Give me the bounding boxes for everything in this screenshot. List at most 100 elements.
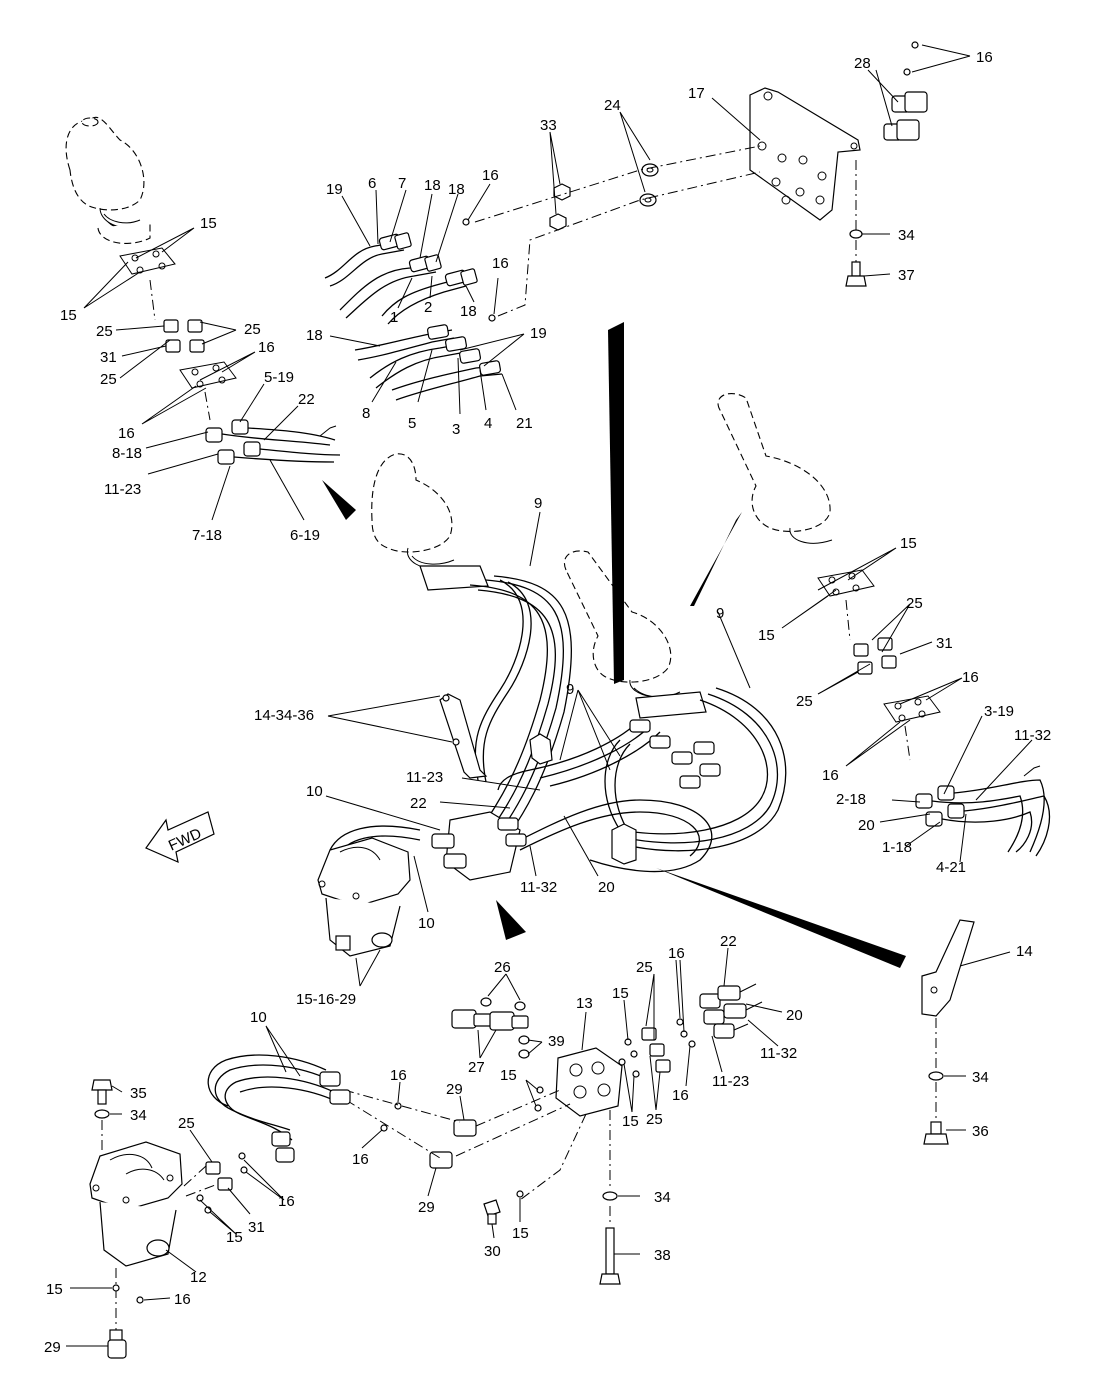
callout-25: 25 xyxy=(906,595,923,612)
callout-16: 16 xyxy=(390,1067,407,1084)
callout-10: 10 xyxy=(306,783,323,800)
fittings-25-31-lower-left xyxy=(196,1152,248,1214)
callout-1: 1 xyxy=(390,309,398,326)
callout-15: 15 xyxy=(46,1281,63,1298)
callout-15: 15 xyxy=(622,1113,639,1130)
callout-22: 22 xyxy=(720,933,737,950)
callout-11-23: 11-23 xyxy=(406,769,443,786)
callout-16: 16 xyxy=(672,1087,689,1104)
callout-18: 18 xyxy=(424,177,441,194)
elbow-fittings-28 xyxy=(883,41,928,141)
callout-34: 34 xyxy=(654,1189,671,1206)
hose-bundle-right xyxy=(915,765,1051,857)
plug-30 xyxy=(483,1190,524,1225)
callout-20: 20 xyxy=(598,879,615,896)
callout-10: 10 xyxy=(418,915,435,932)
callout-19: 19 xyxy=(530,325,547,342)
callout-11-32: 11-32 xyxy=(520,879,557,896)
callout-15: 15 xyxy=(60,307,77,324)
callout-9: 9 xyxy=(716,605,724,622)
callout-39: 39 xyxy=(548,1033,565,1050)
callout-8: 8 xyxy=(362,405,370,422)
callout-25: 25 xyxy=(178,1115,195,1132)
washers-24-nuts-33 xyxy=(462,163,659,322)
callout-4: 4 xyxy=(484,415,492,432)
callout-15: 15 xyxy=(612,985,629,1002)
callout-16: 16 xyxy=(258,339,275,356)
callout-16: 16 xyxy=(352,1151,369,1168)
control-valve-13-center xyxy=(431,811,527,881)
callout-31: 31 xyxy=(248,1219,265,1236)
fwd-arrow: FWD xyxy=(145,811,215,864)
callout-22: 22 xyxy=(298,391,315,408)
callout-6: 6 xyxy=(368,175,376,192)
pressure-switch-12-center xyxy=(317,837,411,957)
callout-25: 25 xyxy=(796,693,813,710)
callout-21: 21 xyxy=(516,415,533,432)
callout-15: 15 xyxy=(500,1067,517,1084)
callout-16: 16 xyxy=(482,167,499,184)
callout-labels: 16 28 17 24 33 19 6 7 18 18 16 1 2 18 16… xyxy=(44,49,1051,1356)
center-right-joystick xyxy=(717,393,833,544)
callout-1-18: 1-18 xyxy=(882,839,912,856)
callout-36: 36 xyxy=(972,1123,989,1140)
center-left-joystick xyxy=(371,453,489,591)
callout-9: 9 xyxy=(534,495,542,512)
callout-15: 15 xyxy=(900,535,917,552)
callout-25: 25 xyxy=(636,959,653,976)
callout-6-19: 6-19 xyxy=(290,527,320,544)
callout-29: 29 xyxy=(446,1081,463,1098)
elbow-29-lower-left xyxy=(107,1284,144,1359)
callout-31: 31 xyxy=(936,635,953,652)
callout-5: 5 xyxy=(408,415,416,432)
callout-16: 16 xyxy=(822,767,839,784)
pressure-switch-12-lower xyxy=(89,1141,183,1267)
bolt-35-washer-34-lower xyxy=(91,1079,113,1119)
fittings-25-31-right xyxy=(853,637,897,675)
center-middle-joystick xyxy=(564,550,707,719)
callout-12: 12 xyxy=(190,1269,207,1286)
callout-14: 14 xyxy=(1016,943,1033,960)
callout-38: 38 xyxy=(654,1247,671,1264)
callout-2: 2 xyxy=(424,299,432,316)
callout-30: 30 xyxy=(484,1243,501,1260)
callout-2-18: 2-18 xyxy=(836,791,866,808)
fittings-25-31-left xyxy=(163,319,205,353)
callout-34: 34 xyxy=(130,1107,147,1124)
callout-11-23: 11-23 xyxy=(712,1073,749,1090)
callout-16: 16 xyxy=(962,669,979,686)
callout-16: 16 xyxy=(118,425,135,442)
gasket-16-right xyxy=(883,695,941,723)
bolt-37-washer-34 xyxy=(845,229,867,287)
callout-19: 19 xyxy=(326,181,343,198)
callout-37: 37 xyxy=(898,267,915,284)
callout-27: 27 xyxy=(468,1059,485,1076)
hose-ends-22-20-lower xyxy=(699,983,763,1039)
callout-29: 29 xyxy=(418,1199,435,1216)
callout-11-32: 11-32 xyxy=(1014,727,1051,744)
callout-13: 13 xyxy=(576,995,593,1012)
callout-33: 33 xyxy=(540,117,557,134)
callout-5-19: 5-19 xyxy=(264,369,294,386)
elbows-29-lower xyxy=(380,1086,544,1169)
hose-bundle-upper xyxy=(324,232,478,325)
callout-35: 35 xyxy=(130,1085,147,1102)
callout-15: 15 xyxy=(758,627,775,644)
callout-7-18: 7-18 xyxy=(192,527,222,544)
callout-22: 22 xyxy=(410,795,427,812)
callout-29: 29 xyxy=(44,1339,61,1356)
callout-3-19: 3-19 xyxy=(984,703,1014,720)
callout-20: 20 xyxy=(858,817,875,834)
callout-26: 26 xyxy=(494,959,511,976)
callout-11-23: 11-23 xyxy=(104,481,141,498)
callout-16: 16 xyxy=(174,1291,191,1308)
bracket-14-right xyxy=(921,919,975,1017)
callout-10: 10 xyxy=(250,1009,267,1026)
callout-25: 25 xyxy=(646,1111,663,1128)
callout-15: 15 xyxy=(226,1229,243,1246)
bolt-38-washer-34 xyxy=(599,1191,621,1285)
callout-3: 3 xyxy=(452,421,460,438)
section-pointers xyxy=(322,322,906,968)
callout-8-18: 8-18 xyxy=(112,445,142,462)
